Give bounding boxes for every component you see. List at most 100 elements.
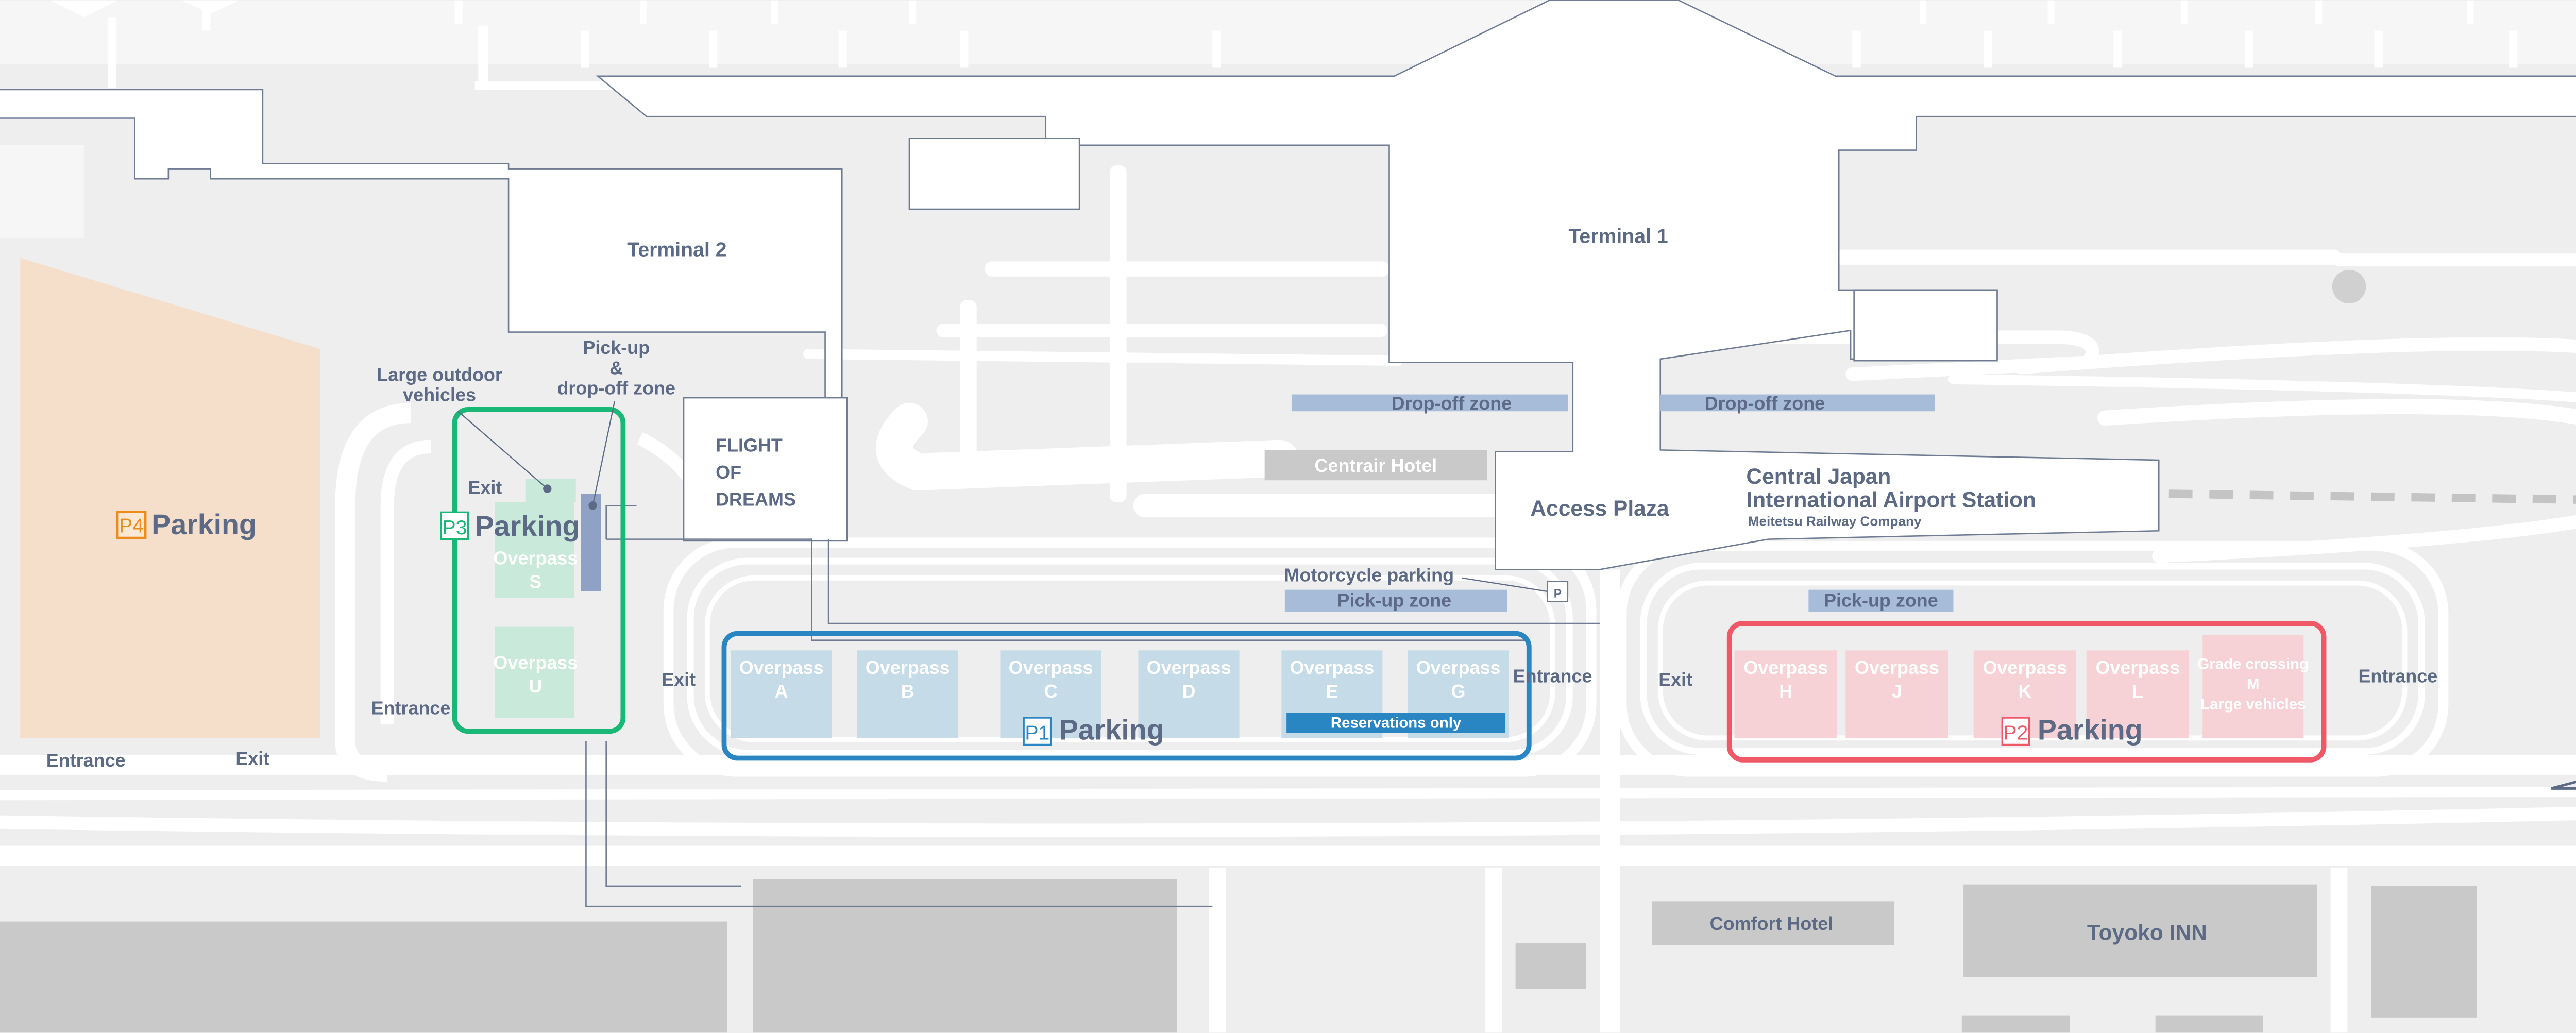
pickup-dropoff-bay [581, 494, 601, 591]
motorcycle-parking-label: Motorcycle parking [1284, 564, 1454, 585]
p1-overpass-label-a-letter: A [775, 681, 788, 702]
p2-entrance-label: Entrance [2358, 665, 2437, 686]
p1-overpass-label-b-word: Overpass [866, 657, 950, 678]
p4-badge-text: P4 [119, 515, 144, 537]
centrair-hotel-label: Centrair Hotel [1315, 455, 1437, 476]
p1-overpass-label-g-word: Overpass [1416, 657, 1501, 678]
zone-bars [1264, 394, 2317, 977]
p3-exit-label: Exit [468, 477, 502, 498]
p4-exit-label: Exit [235, 748, 269, 769]
flight-label-1: FLIGHT [716, 435, 783, 456]
centrair-hotel-building [1264, 450, 1487, 481]
overpass-u-label-1: Overpass [493, 652, 578, 673]
terminal-2-building [0, 89, 843, 399]
dropoff-zone-label-west: Drop-off zone [1392, 393, 1512, 414]
p1-exit-label: Exit [662, 669, 696, 690]
apron-block [0, 145, 84, 238]
p2-overpass-label-h-letter: H [1779, 681, 1792, 702]
p2-overpass-label-l-letter: L [2132, 681, 2143, 702]
bottom-buildings [0, 879, 2477, 1033]
p4-badge-inner [118, 513, 144, 537]
motorcycle-parking-mark [1547, 581, 1569, 602]
p1-overpass-label-e-letter: E [1326, 681, 1338, 702]
station-label-1: Central Japan [1746, 465, 1891, 489]
overpass-u-tile [495, 626, 574, 718]
rotunda [2332, 269, 2366, 304]
pickup-zone-bar-east [1808, 589, 1954, 612]
p1-overpass-label-e-word: Overpass [1290, 657, 1374, 678]
pickup-dropoff-label-3: drop-off zone [557, 378, 675, 399]
p2-overpass-label-l-word: Overpass [2095, 657, 2180, 678]
grade-crossing-tile [2202, 635, 2304, 738]
pickup-dropoff-label-1: Pick-up [583, 337, 650, 358]
p2-overpass-label-j-word: Overpass [1855, 657, 1939, 678]
large-outdoor-label-2: vehicles [403, 384, 476, 405]
dropoff-zone-bar-west [1291, 394, 1568, 412]
grade-crossing-label-2: M [2247, 676, 2260, 693]
p1-overpass-tile-b [857, 650, 958, 738]
reservations-label: Reservations only [1331, 715, 1462, 732]
p2-oval-roads [1616, 540, 2449, 777]
p3-entrance-label: Entrance [371, 698, 451, 719]
comfort-hotel-label: Comfort Hotel [1710, 913, 1834, 934]
toyoko-inn-building [1963, 884, 2317, 977]
p1-overpass-label-d-letter: D [1182, 681, 1196, 702]
p1-overpass-label-d-word: Overpass [1147, 657, 1231, 678]
flight-label-2: OF [716, 462, 741, 483]
p1-overpass-label-g-letter: G [1451, 681, 1466, 702]
p2-overpass-tile-j [1845, 650, 1948, 738]
apron [0, 0, 2576, 64]
p1-oval-roads [663, 537, 1597, 777]
vertical-roads [1209, 569, 2348, 1033]
overpass-u-label-2: U [529, 675, 542, 697]
p2-outline [1726, 621, 2327, 763]
large-outdoor-label-1: Large outdoor [377, 364, 502, 385]
p4-entrance-label: Entrance [46, 750, 126, 771]
terminal-1-annex-east [1853, 289, 1998, 362]
p2-overpass-label-k-word: Overpass [1982, 657, 2067, 678]
p1-overpass-label-b-letter: B [901, 681, 914, 702]
p1-overpass-label-c-letter: C [1044, 681, 1058, 702]
comfort-hotel-building [1652, 901, 1895, 945]
p1-badge-text: P1 [1025, 722, 1049, 744]
pickup-dropoff-label-2: & [609, 357, 623, 378]
station-operator-label: Meitetsu Railway Company [1748, 513, 1922, 529]
terminal-buildings [0, 0, 2576, 570]
overpass-s-label-2: S [529, 571, 541, 592]
loop-roads [0, 324, 2576, 866]
service-roads [960, 165, 2576, 502]
p1-overpass-label-c-word: Overpass [1009, 657, 1093, 678]
p1-overpass-tile-a [731, 650, 832, 738]
outline-ramps [585, 504, 1600, 907]
p2-overpass-label-j-letter: J [1892, 681, 1902, 702]
p3-badge [440, 511, 469, 540]
station-label-2: International Airport Station [1746, 488, 2036, 513]
p1-outline [721, 631, 1532, 761]
p2-parking-label: Parking [2038, 714, 2143, 746]
p4-lot [20, 258, 320, 738]
access-plaza-label: Access Plaza [1530, 497, 1669, 521]
motorcycle-p-text: P [1554, 586, 1562, 600]
p1-entrance-label: Entrance [1513, 665, 1592, 686]
p2-overpass-tile-h [1734, 650, 1837, 738]
overpass-s-tile [495, 502, 574, 599]
terminal-2-label: Terminal 2 [627, 239, 726, 261]
p2-exit-label: Exit [1658, 669, 1692, 690]
pickup-zone-bar-west [1284, 589, 1507, 612]
p1-badge [1023, 717, 1052, 746]
p1-overpass-tile-d [1138, 650, 1240, 738]
p2-overpass-label-k-letter: K [2018, 681, 2031, 702]
grade-crossing-label-3: Large vehicles [2200, 696, 2306, 713]
terminal-1-label: Terminal 1 [1568, 225, 1668, 247]
flight-of-dreams-building [683, 397, 848, 542]
p2-overpass-label-h-word: Overpass [1743, 657, 1828, 678]
grade-crossing-label-1: Grade crossing [2197, 655, 2309, 672]
dropoff-zone-bar-east [1660, 394, 1935, 412]
p3-outline [452, 407, 626, 734]
pickup-dropoff-marker [588, 501, 597, 510]
p1-parking-label: Parking [1059, 714, 1164, 746]
large-vehicle-marker [543, 484, 552, 493]
terminal-1-annex [908, 138, 1080, 210]
